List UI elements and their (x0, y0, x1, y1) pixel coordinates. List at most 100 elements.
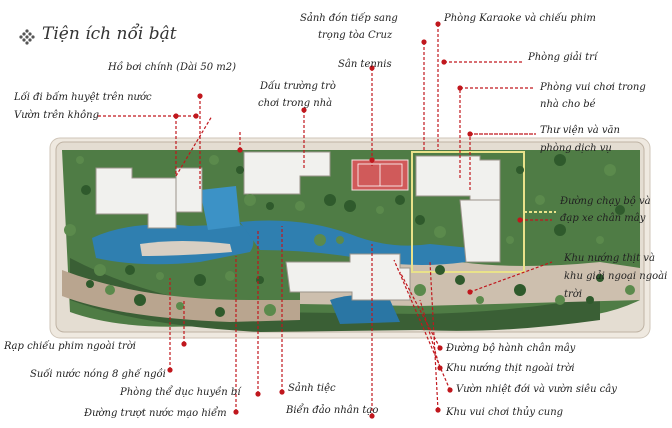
red-dot-marker-icon (233, 409, 239, 415)
label-artificial-island: Biển đảo nhân tạo (286, 405, 379, 416)
tree (596, 236, 604, 244)
tower-6 (459, 199, 501, 263)
tree (244, 194, 256, 206)
label-water-slide: Đường trượt nước mạo hiểm (84, 408, 227, 419)
label-tropical-garden: Vườn nhiệt đới và vườn siêu cây (456, 384, 617, 395)
label-outdoor-cinema: Rạp chiếu phim ngoài trời (4, 341, 137, 352)
tree (176, 302, 184, 310)
tower-2 (175, 167, 203, 213)
tree (514, 284, 526, 296)
tree (125, 265, 135, 275)
red-dot-marker-icon (255, 391, 261, 397)
tree (554, 224, 566, 236)
tree (105, 285, 115, 295)
tree (586, 296, 594, 304)
label-kids-playroom-2: nhà cho bé (540, 99, 596, 110)
tree (535, 195, 545, 205)
red-dot-marker-icon (435, 21, 441, 27)
leader-line (469, 261, 553, 293)
tree (455, 275, 465, 285)
page-title: Tiện ích nổi bật (42, 24, 177, 44)
label-indoor-arena: Dấu trường trò (260, 81, 336, 92)
tree (266, 202, 274, 210)
tree (415, 215, 425, 225)
leader-line (469, 133, 536, 190)
red-dot-marker-icon (441, 59, 447, 65)
tower-4 (285, 253, 411, 301)
tree (209, 155, 219, 165)
leader-line (175, 115, 213, 179)
label-kids-playroom: Phòng vui chơi trong (540, 82, 646, 93)
tree (476, 296, 484, 304)
label-bbq-relax: Khu nướng thịt và (564, 253, 655, 264)
label-jogging-track: Đường chạy bộ và (560, 196, 651, 207)
red-dot-marker-icon (435, 407, 441, 413)
artificial-lagoon (330, 295, 400, 324)
red-dot-marker-icon (467, 289, 473, 295)
tree (264, 304, 276, 316)
label-tennis-court: Sân tennis (338, 59, 392, 70)
tree (435, 265, 445, 275)
label-aquarium-zone: Khu vui chơi thủy cung (446, 407, 564, 418)
tree-canopy (64, 154, 635, 317)
tree (256, 276, 264, 284)
tree (554, 154, 566, 166)
tree (64, 224, 76, 236)
tree (314, 234, 326, 246)
label-jogging-track-2: đạp xe chân mây (560, 213, 646, 224)
label-bbq-relax-3: trời (564, 289, 583, 300)
red-dot-marker-icon (457, 85, 463, 91)
hot-spring-strip (140, 241, 232, 256)
tree (194, 274, 206, 286)
leader-line (419, 299, 441, 369)
tree (94, 264, 106, 276)
tree (555, 295, 565, 305)
label-skywalk: Đường bộ hành chân mây (446, 343, 576, 354)
tree (336, 236, 344, 244)
tower-3 (243, 151, 331, 195)
tree (506, 236, 514, 244)
label-welcome-lobby: Sảnh đón tiếp sang (300, 13, 398, 24)
tree (81, 185, 91, 195)
label-sky-garden: Vườn trên không (14, 110, 99, 121)
tree (76, 156, 84, 164)
label-main-pool: Hồ bơi chính (Dài 50 m2) (108, 62, 237, 73)
tree (86, 280, 94, 288)
leader-line (399, 271, 441, 349)
tree (344, 200, 356, 212)
red-dot-marker-icon (369, 65, 375, 71)
tree (156, 272, 164, 280)
red-dot-marker-icon (467, 131, 473, 137)
tree (236, 166, 244, 174)
label-welcome-lobby-2: trọng tòa Cruz (318, 30, 393, 41)
red-dot-marker-icon (437, 345, 443, 351)
tree (615, 205, 625, 215)
label-library: Thư viện và văn (540, 125, 620, 136)
tree (376, 206, 384, 214)
tree (516, 166, 524, 174)
tree (596, 274, 604, 282)
red-dot-marker-icon (167, 367, 173, 373)
pool-lane (200, 186, 240, 230)
leader-line (459, 87, 534, 178)
tree (324, 194, 336, 206)
red-dot-marker-icon (369, 157, 375, 163)
tree (134, 294, 146, 306)
label-library-2: phòng dịch vụ (540, 143, 612, 154)
tower-1 (95, 167, 177, 229)
tree (295, 201, 305, 211)
tree (215, 307, 225, 317)
leader-line (393, 259, 451, 391)
label-mystic-gym: Phòng thể dục huyền bí (120, 387, 241, 398)
label-outdoor-bbq: Khu nướng thịt ngoài trời (446, 363, 575, 374)
label-bbq-relax-2: khu giải ngoại ngoài (564, 271, 668, 282)
tree (225, 271, 235, 281)
tree (434, 226, 446, 238)
red-dot-marker-icon (193, 113, 199, 119)
label-banquet-hall: Sảnh tiệc (288, 383, 336, 394)
label-karaoke-cinema: Phòng Karaoke và chiếu phim (444, 13, 596, 24)
tree (604, 164, 616, 176)
tree (625, 285, 635, 295)
